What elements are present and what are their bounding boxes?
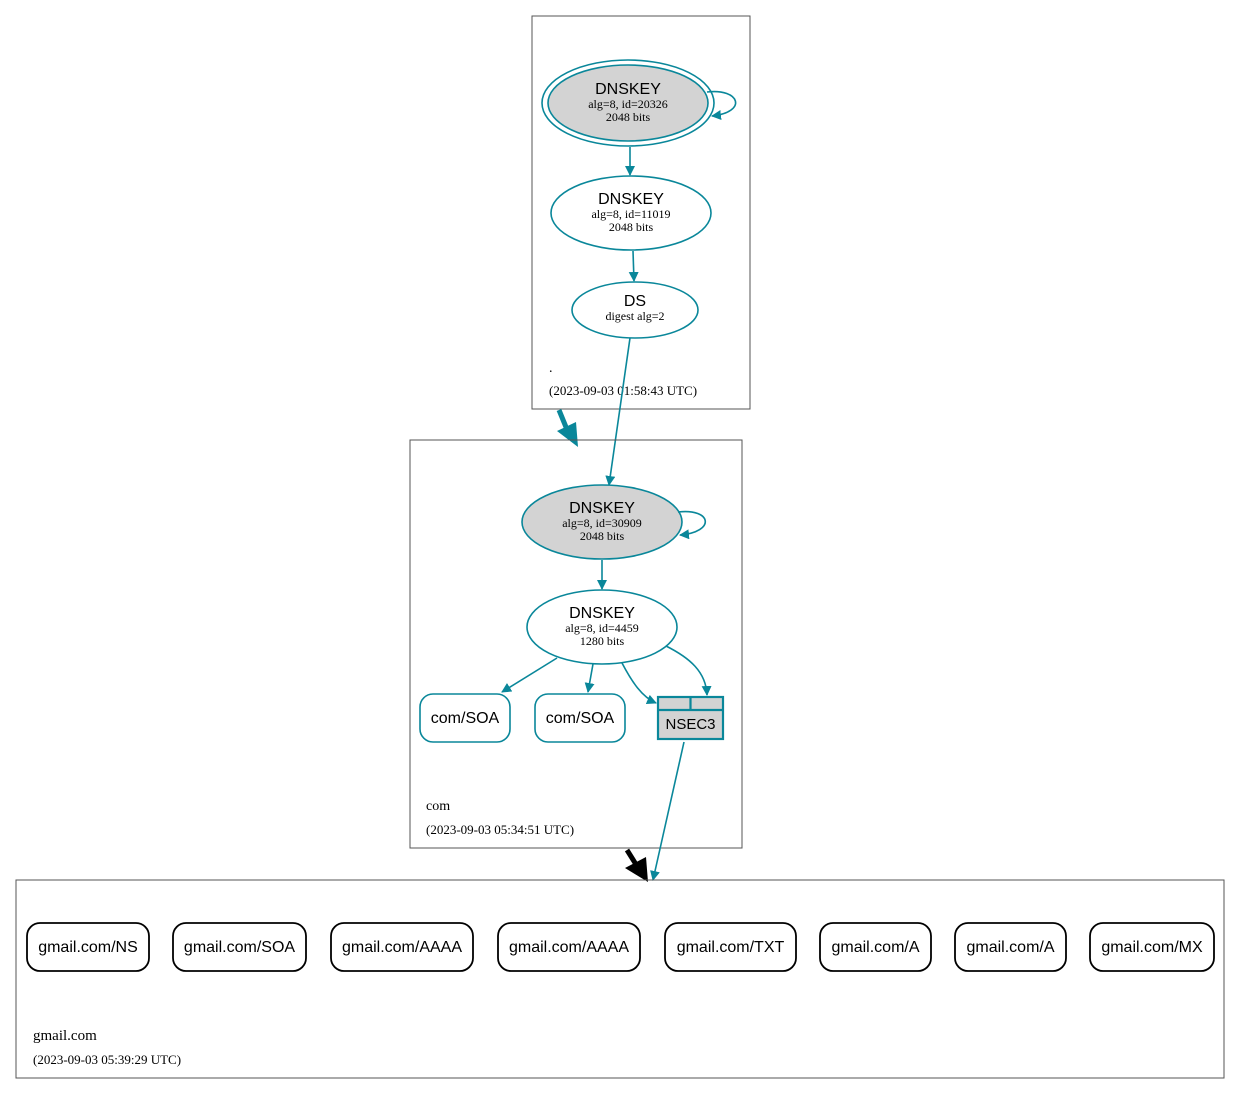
zone-com: DNSKEY alg=8, id=30909 2048 bits DNSKEY … bbox=[409, 439, 743, 849]
record-node[interactable]: gmail.com/A bbox=[819, 922, 932, 972]
zone-gmail-name: gmail.com bbox=[33, 1028, 97, 1044]
edge-nsec3-to-gmail bbox=[650, 741, 685, 881]
root-ksk-bits: 2048 bits bbox=[606, 110, 651, 124]
edge-ds-to-com-ksk bbox=[605, 337, 631, 486]
com-zsk-node[interactable]: DNSKEY alg=8, id=4459 1280 bits bbox=[526, 589, 678, 665]
record-node[interactable]: gmail.com/NS bbox=[26, 922, 150, 972]
zone-com-name: com bbox=[426, 799, 450, 814]
root-ksk-self-edge bbox=[706, 90, 737, 120]
edge-root-zsk-to-ds bbox=[628, 250, 639, 282]
com-zsk-alg: alg=8, id=4459 bbox=[565, 621, 639, 635]
record-label: gmail.com/AAAA bbox=[509, 939, 629, 956]
record-label: gmail.com/NS bbox=[38, 939, 138, 956]
root-zsk-bits: 2048 bits bbox=[609, 220, 654, 234]
record-label: gmail.com/A bbox=[831, 939, 919, 956]
root-zsk-title: DNSKEY bbox=[598, 191, 664, 208]
zone-gmail: gmail.com/NS gmail.com/SOA gmail.com/AAA… bbox=[15, 879, 1225, 1079]
com-soa-node-1[interactable]: com/SOA bbox=[419, 693, 511, 743]
record-label: gmail.com/SOA bbox=[184, 939, 295, 956]
record-node[interactable]: gmail.com/AAAA bbox=[330, 922, 474, 972]
zone-root-border bbox=[531, 15, 751, 410]
edge-com-zsk-to-nsec3-b bbox=[665, 645, 712, 696]
zone-com-timestamp: (2023-09-03 05:34:51 UTC) bbox=[426, 822, 574, 837]
nsec3-node[interactable]: NSEC3 bbox=[656, 695, 725, 741]
record-node[interactable]: gmail.com/AAAA bbox=[497, 922, 641, 972]
record-node[interactable]: gmail.com/MX bbox=[1089, 922, 1215, 972]
com-soa-label-2: com/SOA bbox=[546, 710, 615, 727]
com-soa-node-2[interactable]: com/SOA bbox=[534, 693, 626, 743]
root-ksk-node[interactable]: DNSKEY alg=8, id=20326 2048 bits bbox=[541, 59, 715, 147]
delegation-root-to-com bbox=[556, 409, 578, 447]
zone-gmail-timestamp: (2023-09-03 05:39:29 UTC) bbox=[33, 1052, 181, 1067]
zone-root-name: . bbox=[549, 361, 553, 376]
record-node[interactable]: gmail.com/A bbox=[954, 922, 1067, 972]
com-ksk-bits: 2048 bits bbox=[580, 529, 625, 543]
record-label: gmail.com/AAAA bbox=[342, 939, 462, 956]
root-zsk-node[interactable]: DNSKEY alg=8, id=11019 2048 bits bbox=[550, 175, 712, 251]
root-zsk-alg: alg=8, id=11019 bbox=[591, 207, 670, 221]
com-ksk-alg: alg=8, id=30909 bbox=[562, 516, 642, 530]
record-label: gmail.com/TXT bbox=[677, 939, 785, 956]
record-label: gmail.com/A bbox=[966, 939, 1054, 956]
zone-gmail-border bbox=[15, 879, 1225, 1079]
root-ds-digest: digest alg=2 bbox=[605, 309, 664, 323]
record-label: gmail.com/MX bbox=[1101, 939, 1203, 956]
com-ksk-title: DNSKEY bbox=[569, 500, 635, 517]
root-ds-title: DS bbox=[624, 293, 646, 310]
root-ksk-alg: alg=8, id=20326 bbox=[588, 97, 668, 111]
record-node[interactable]: gmail.com/TXT bbox=[664, 922, 797, 972]
record-node[interactable]: gmail.com/SOA bbox=[172, 922, 307, 972]
com-zsk-bits: 1280 bits bbox=[580, 634, 625, 648]
edge-com-zsk-to-nsec3-a bbox=[621, 662, 657, 705]
root-ds-node[interactable]: DS digest alg=2 bbox=[571, 281, 699, 339]
edge-com-zsk-to-soa-2 bbox=[584, 663, 595, 693]
com-ksk-self-edge bbox=[677, 510, 707, 540]
com-soa-label-1: com/SOA bbox=[431, 710, 500, 727]
edge-com-zsk-to-soa-1 bbox=[501, 657, 558, 693]
zone-com-border bbox=[409, 439, 743, 849]
com-zsk-title: DNSKEY bbox=[569, 605, 635, 622]
com-ksk-node[interactable]: DNSKEY alg=8, id=30909 2048 bits bbox=[521, 484, 683, 560]
zone-root: DNSKEY alg=8, id=20326 2048 bits DNSKEY … bbox=[531, 15, 751, 410]
delegation-com-to-gmail bbox=[624, 848, 648, 882]
nsec3-label: NSEC3 bbox=[665, 716, 715, 733]
root-ksk-title: DNSKEY bbox=[595, 81, 661, 98]
